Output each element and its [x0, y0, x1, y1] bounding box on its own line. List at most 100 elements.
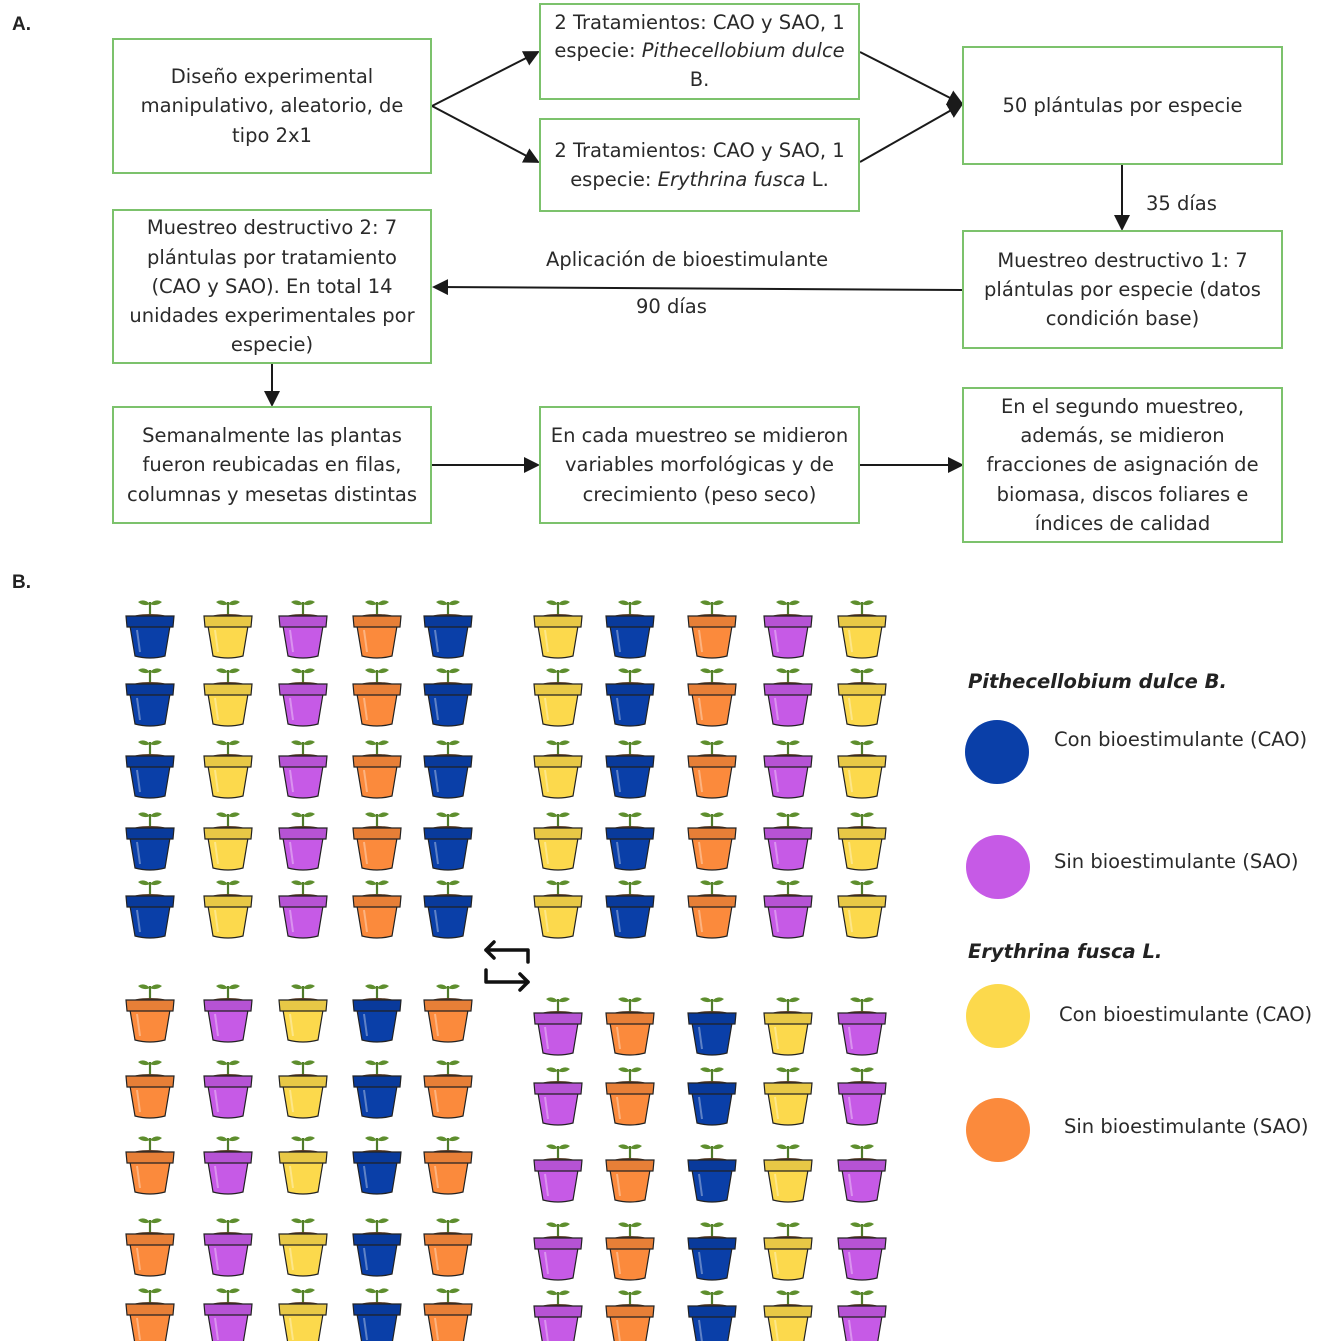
pot-blue [687, 1067, 737, 1126]
treatment-box-pithecellobium: 2 Tratamientos: CAO y SAO, 1 especie: Pi… [539, 3, 860, 100]
pot-yellow [763, 1144, 813, 1203]
arrow-treat1-to-seedlings [859, 51, 964, 105]
pot-blue [423, 880, 473, 939]
legend-swatch-purple [966, 835, 1030, 899]
pot-orange [687, 740, 737, 799]
pot-orange [423, 1218, 473, 1277]
pot-orange [352, 740, 402, 799]
treat1-prefix: 2 Tratamientos: CAO y SAO, 1 especie: [554, 11, 845, 63]
pot-yellow [203, 812, 253, 871]
flow-arrows [264, 51, 1130, 473]
pot-yellow [533, 600, 583, 659]
pot-orange [125, 1288, 175, 1341]
pot-purple [533, 1144, 583, 1203]
pot-blue [352, 1288, 402, 1341]
pot-purple [763, 740, 813, 799]
pot-purple [837, 997, 887, 1056]
sample1-box: Muestreo destructivo 1: 7 plántulas por … [962, 230, 1283, 349]
design-box: Diseño experimental manipulativo, aleato… [112, 38, 432, 174]
legend-swatch-orange [966, 1098, 1030, 1162]
pot-purple [763, 600, 813, 659]
treat1-suffix: B. [689, 67, 710, 91]
treat2-species: Erythrina fusca [657, 168, 806, 191]
pot-purple [763, 880, 813, 939]
pot-purple [278, 600, 328, 659]
pot-orange [423, 1060, 473, 1119]
pot-orange [352, 812, 402, 871]
sample2-box: Muestreo destructivo 2: 7 plántulas por … [112, 209, 432, 364]
pot-orange [423, 1136, 473, 1195]
weekly-text: Semanalmente las plantas fueron reubicad… [126, 424, 418, 506]
pot-yellow [203, 880, 253, 939]
treat1-species: Pithecellobium dulce [641, 39, 845, 63]
arrow-design-to-treat1 [431, 51, 540, 107]
pot-blue [687, 1144, 737, 1203]
pot-orange [125, 984, 175, 1043]
pot-blue [352, 984, 402, 1043]
pot-purple [763, 812, 813, 871]
sample2-text: Muestreo destructivo 2: 7 plántulas por … [129, 216, 415, 357]
second-sampling-box: En el segundo muestreo, además, se midie… [962, 387, 1283, 543]
pot-blue [605, 880, 655, 939]
pot-yellow [533, 812, 583, 871]
pot-purple [203, 984, 253, 1043]
pot-blue [352, 1136, 402, 1195]
seedlings-box: 50 plántulas por especie [962, 46, 1283, 165]
pot-orange [125, 1218, 175, 1277]
pot-blue [423, 812, 473, 871]
pot-yellow [837, 880, 887, 939]
pot-layout [125, 600, 887, 1341]
pot-yellow [278, 1060, 328, 1119]
pot-blue [605, 600, 655, 659]
legend-s1-cao: Con bioestimulante (CAO) [1054, 728, 1308, 751]
pot-purple [278, 880, 328, 939]
pot-purple [837, 1222, 887, 1281]
pot-blue [687, 1290, 737, 1341]
pot-orange [687, 812, 737, 871]
design-text: Diseño experimental manipulativo, aleato… [140, 65, 404, 147]
pot-orange [605, 997, 655, 1056]
pot-orange [125, 1136, 175, 1195]
pot-yellow [763, 1067, 813, 1126]
pot-purple [533, 1222, 583, 1281]
pot-yellow [278, 1136, 328, 1195]
pot-purple [203, 1218, 253, 1277]
pot-yellow [837, 740, 887, 799]
pot-yellow [837, 812, 887, 871]
panel-a-label: A. [12, 14, 31, 35]
pot-blue [423, 740, 473, 799]
pot-orange [423, 1288, 473, 1341]
pot-blue [125, 880, 175, 939]
pot-yellow [533, 668, 583, 727]
pot-purple [278, 668, 328, 727]
pot-blue [423, 668, 473, 727]
pot-orange [125, 1060, 175, 1119]
legend-swatch-yellow [966, 984, 1030, 1048]
pot-blue [352, 1060, 402, 1119]
pot-yellow [278, 984, 328, 1043]
pot-orange [605, 1067, 655, 1126]
legend-s2-cao: Con bioestimulante (CAO) [1059, 1003, 1313, 1026]
measured-box: En cada muestreo se midieron variables m… [539, 406, 860, 524]
legend-swatch-blue [965, 720, 1029, 784]
arrow-treat2-to-seedlings [859, 103, 964, 163]
pot-orange [352, 668, 402, 727]
pot-yellow [278, 1288, 328, 1341]
legend-species-2: Erythrina fusca L. [968, 940, 1163, 963]
pot-purple [203, 1136, 253, 1195]
pot-orange [687, 880, 737, 939]
treatment-box-erythrina: 2 Tratamientos: CAO y SAO, 1 especie: Er… [539, 118, 860, 212]
swap-arrows-icon [484, 940, 530, 992]
pot-purple [533, 1290, 583, 1341]
panel-b-label: B. [12, 572, 31, 593]
arrow-design-to-treat2 [431, 105, 540, 163]
pot-yellow [763, 997, 813, 1056]
pot-blue [423, 600, 473, 659]
pot-orange [352, 880, 402, 939]
pot-purple [203, 1288, 253, 1341]
pot-yellow [203, 740, 253, 799]
treat2-suffix: L. [811, 168, 829, 191]
pot-purple [837, 1144, 887, 1203]
pot-purple [278, 740, 328, 799]
pot-blue [605, 812, 655, 871]
